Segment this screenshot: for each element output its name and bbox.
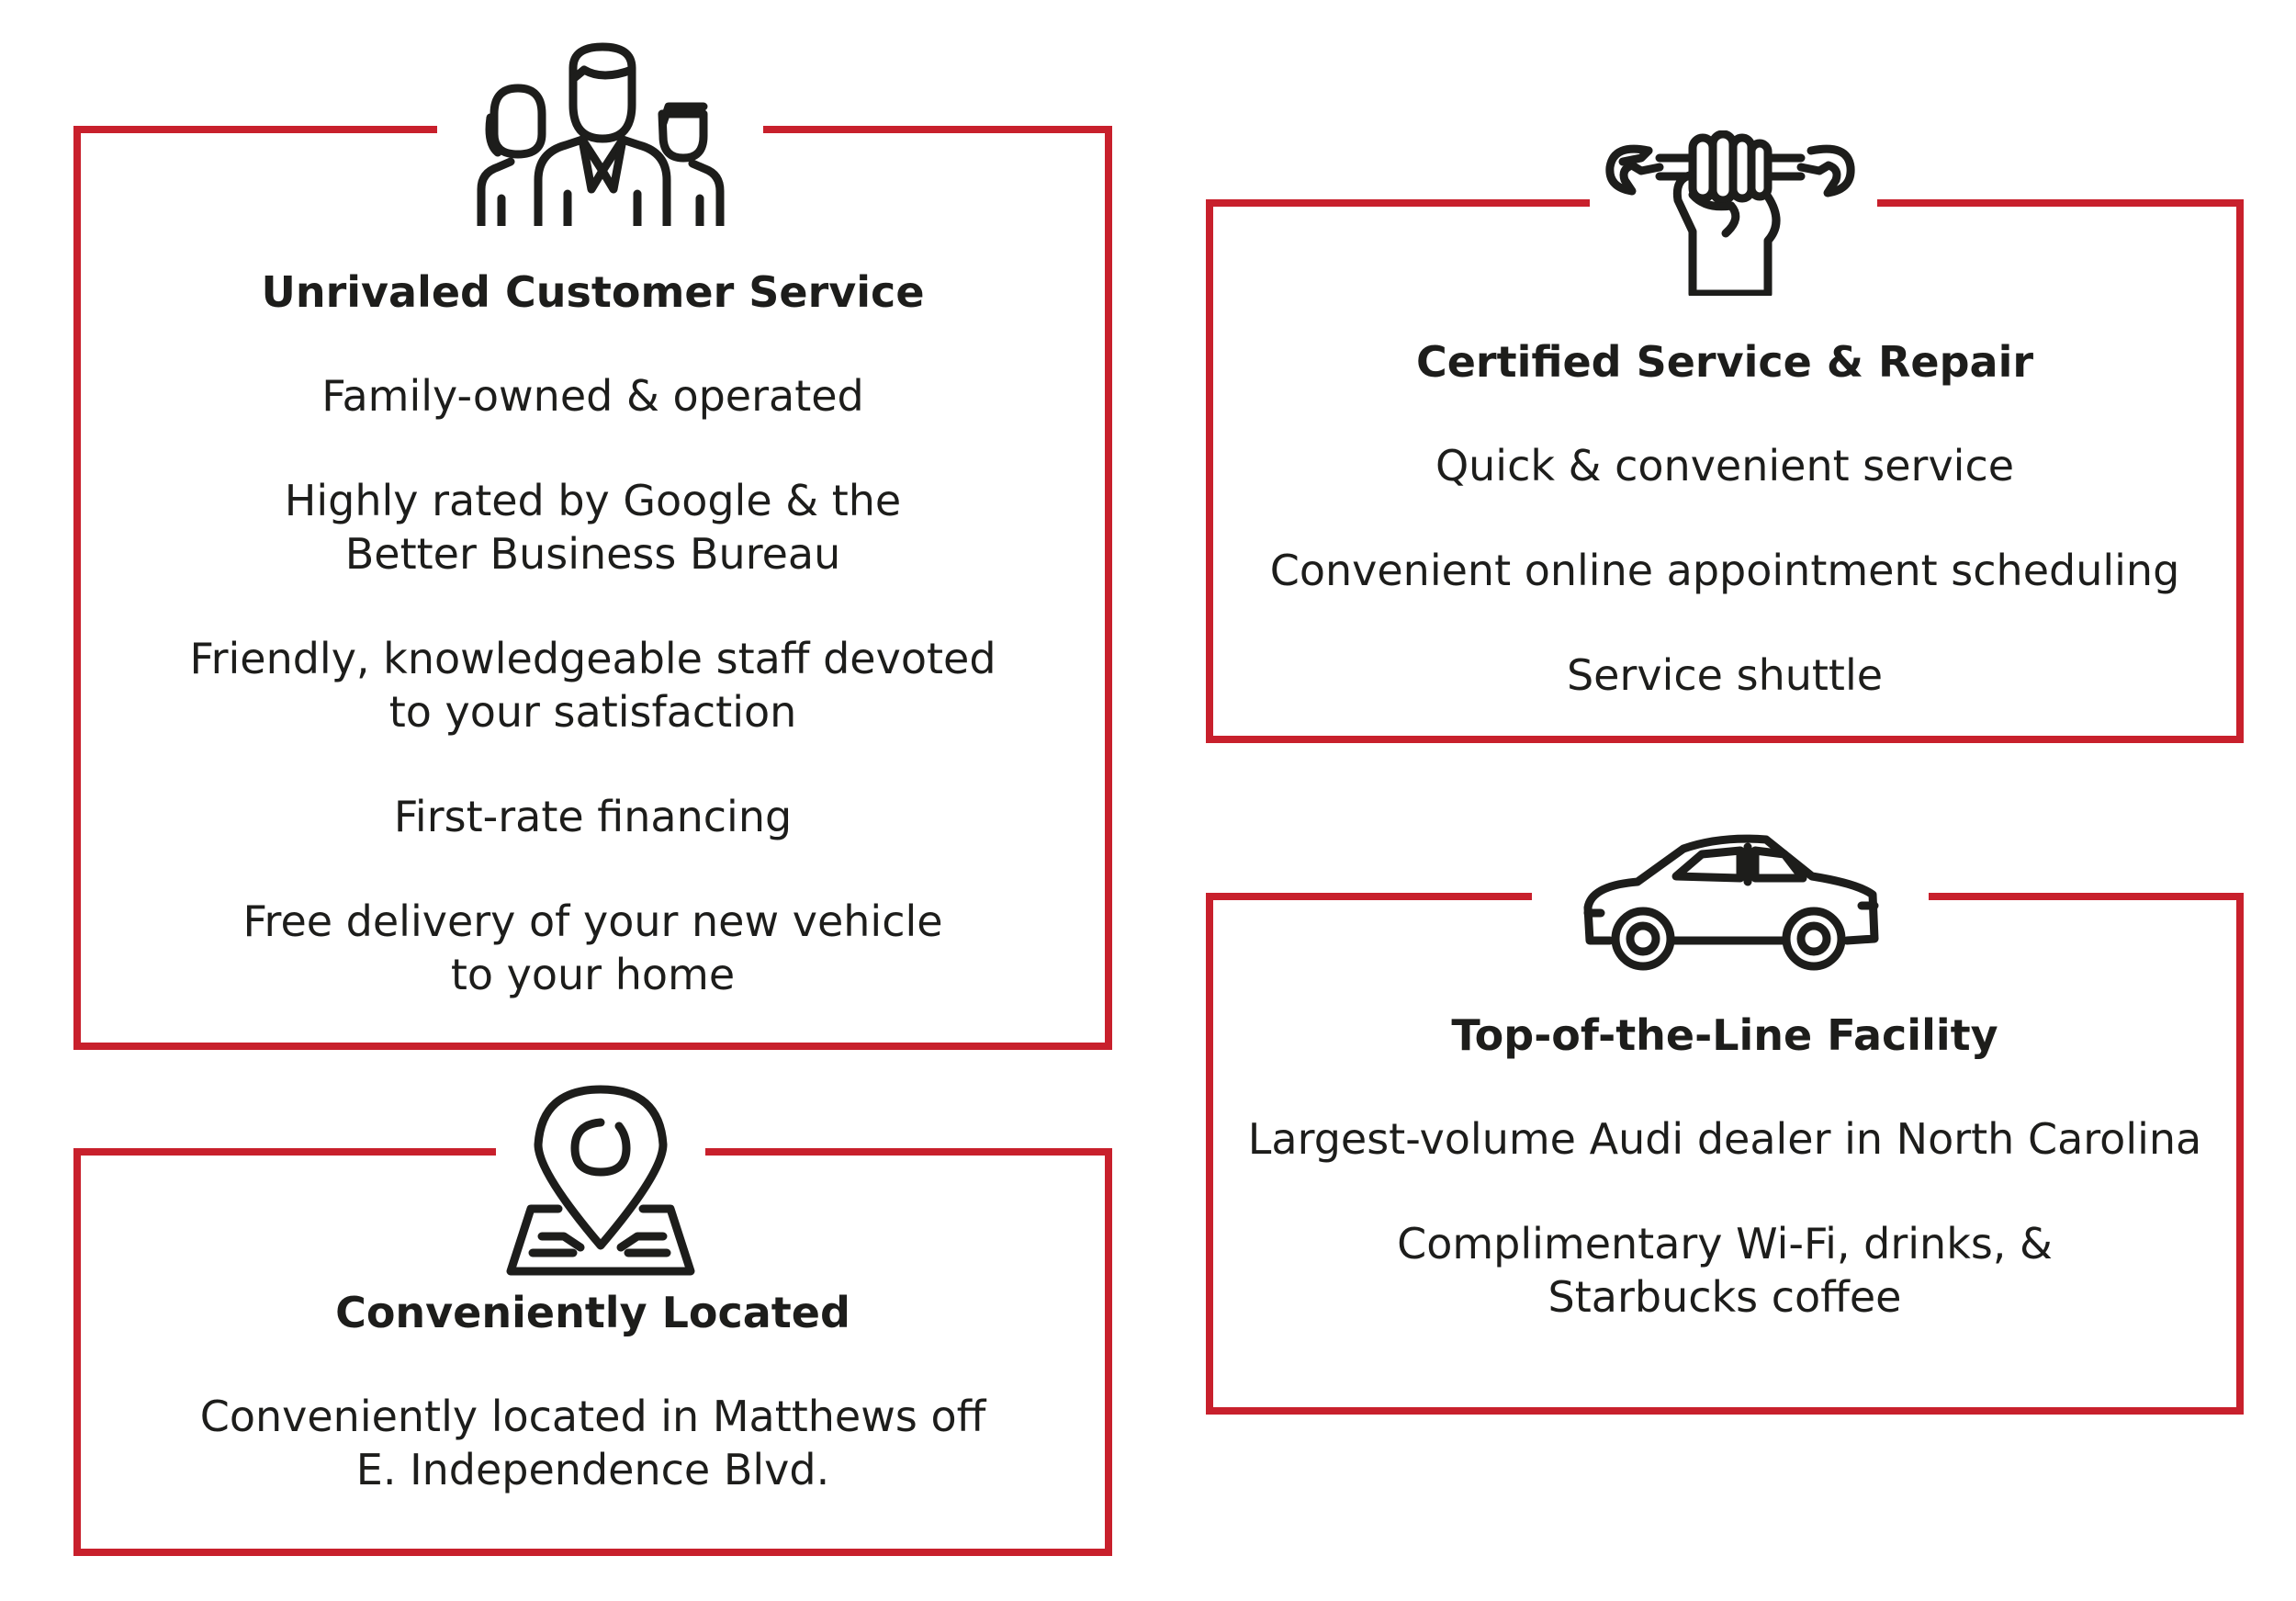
list-item: Convenient online appointment scheduling: [1269, 546, 2180, 595]
list-item: Highly rated by Google & the Better Busi…: [284, 476, 902, 579]
card-location: Conveniently Located Conveniently locate…: [73, 1085, 1112, 1556]
card-customer-service: Unrivaled Customer Service Family-owned …: [73, 42, 1112, 1050]
wrench-fist-icon: [1604, 130, 1857, 296]
list-item: Free delivery of your new vehicle to you…: [242, 896, 943, 999]
card-body: Top-of-the-Line Facility Largest-volume …: [1213, 1009, 2236, 1324]
card-facility: Top-of-the-Line Facility Largest-volume …: [1206, 834, 2244, 1415]
list-item: Service shuttle: [1566, 650, 1884, 700]
card-title: Unrivaled Customer Service: [261, 267, 925, 317]
card-service-repair: Certified Service & Repair Quick & conve…: [1206, 130, 2244, 743]
map-pin-icon: [505, 1084, 695, 1277]
card-title: Top-of-the-Line Facility: [1451, 1010, 1998, 1060]
card-body: Conveniently Located Conveniently locate…: [81, 1286, 1105, 1496]
border-gap: [437, 126, 763, 133]
people-group-icon: [474, 42, 726, 226]
list-item: Complimentary Wi-Fi, drinks, & Starbucks…: [1397, 1219, 2053, 1322]
list-item: First-rate financing: [393, 792, 793, 841]
card-title: Conveniently Located: [335, 1288, 850, 1337]
card-title: Certified Service & Repair: [1415, 337, 2034, 387]
list-item: Quick & convenient service: [1435, 441, 2015, 490]
border-gap: [1532, 893, 1929, 900]
card-body: Unrivaled Customer Service Family-owned …: [81, 265, 1105, 1001]
list-item: Family-owned & operated: [321, 371, 864, 421]
list-item: Conveniently located in Matthews off E. …: [199, 1392, 986, 1494]
list-item: Largest-volume Audi dealer in North Caro…: [1247, 1114, 2202, 1164]
card-body: Certified Service & Repair Quick & conve…: [1213, 335, 2236, 702]
car-icon: [1582, 830, 1881, 973]
list-item: Friendly, knowledgeable staff devoted to…: [189, 634, 996, 737]
border-gap: [496, 1148, 705, 1156]
